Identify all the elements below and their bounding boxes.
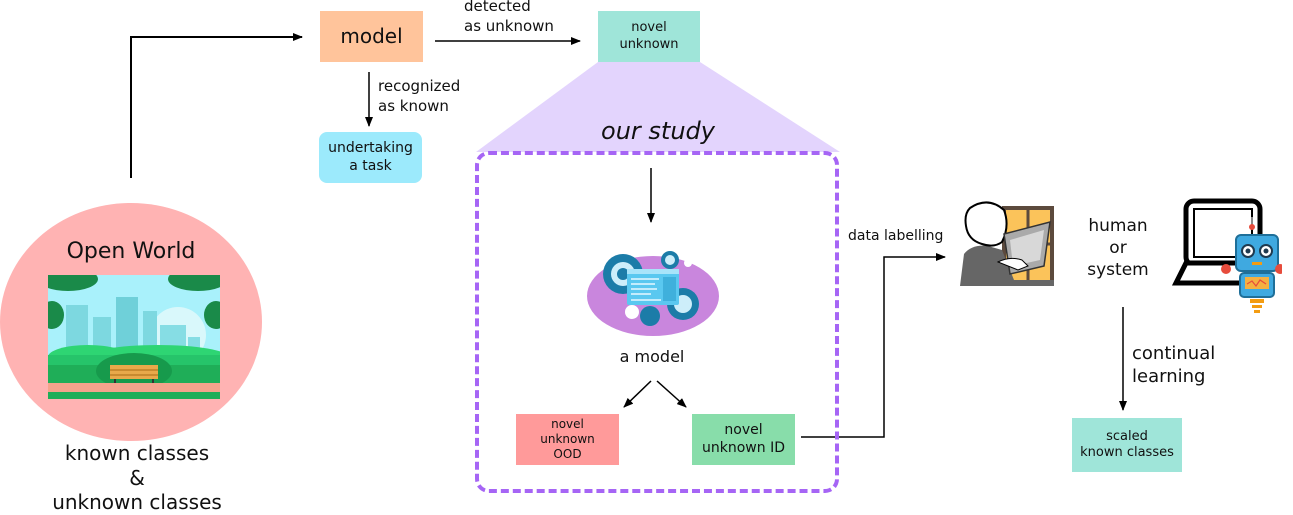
arrow-model-to-ood bbox=[623, 380, 652, 408]
study-zoom-trapezoid bbox=[476, 62, 840, 152]
open-world-title: Open World bbox=[66, 239, 196, 264]
undertaking-task-box: undertaking a task bbox=[319, 132, 422, 183]
model-box: model bbox=[320, 11, 423, 62]
city-park-illustration bbox=[48, 275, 220, 399]
arrow-model-to-id bbox=[656, 380, 687, 408]
novel-unknown-id-box: novel unknown ID bbox=[692, 414, 795, 465]
study-title: our study bbox=[601, 117, 715, 145]
robot-with-laptop-icon bbox=[1171, 198, 1282, 313]
gears-dashboard-illustration bbox=[587, 251, 719, 336]
human-or-system-label: human or system bbox=[1087, 216, 1149, 281]
scaled-known-classes-box: scaled known classes bbox=[1072, 418, 1182, 472]
open-world-caption-3: unknown classes bbox=[52, 490, 222, 514]
novel-unknown-ood-box: novel unknown OOD bbox=[516, 414, 619, 465]
model-label: a model bbox=[619, 347, 685, 366]
edge-label-detected: detected as unknown bbox=[464, 0, 554, 35]
person-at-laptop-icon bbox=[960, 201, 1054, 286]
arrow-world-to-model bbox=[130, 33, 303, 178]
novel-unknown-box: novel unknown bbox=[598, 11, 700, 62]
arrow-id-to-human bbox=[801, 253, 946, 438]
open-world-caption-1: known classes bbox=[64, 441, 210, 465]
edge-label-recognized: recognized as known bbox=[378, 77, 461, 115]
edge-label-data-labelling: data labelling bbox=[848, 228, 944, 244]
edge-label-continual-learning: continual learning bbox=[1132, 343, 1216, 388]
study-dashed-region bbox=[475, 151, 839, 493]
open-world-caption-2: & bbox=[129, 466, 145, 490]
